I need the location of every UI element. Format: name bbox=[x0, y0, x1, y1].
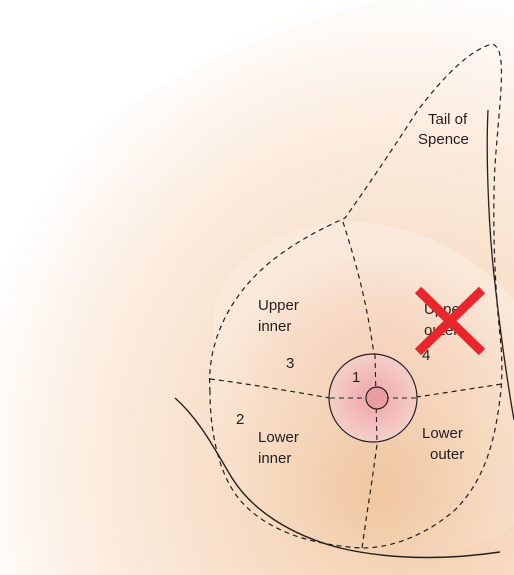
number-3: 3 bbox=[286, 355, 294, 372]
number-2: 2 bbox=[236, 411, 244, 428]
upper-inner-line1: Upper bbox=[258, 297, 299, 314]
lower-inner-line2: inner bbox=[258, 450, 291, 467]
tail-of-spence-line1: Tail of bbox=[428, 111, 468, 128]
upper-inner-line2: inner bbox=[258, 318, 291, 335]
number-1: 1 bbox=[352, 369, 360, 386]
lower-outer-line2: outer bbox=[430, 446, 464, 463]
lower-inner-line1: Lower bbox=[258, 429, 299, 446]
lower-outer-line1: Lower bbox=[422, 425, 463, 442]
nipple bbox=[366, 387, 388, 409]
tail-of-spence-line2: Spence bbox=[418, 131, 469, 148]
